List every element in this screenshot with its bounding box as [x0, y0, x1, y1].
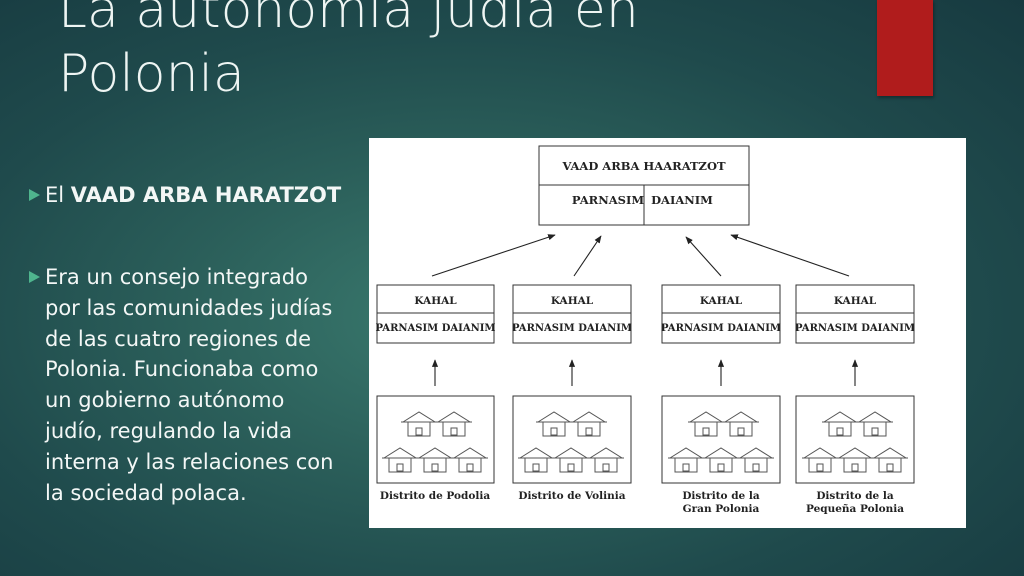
heading-bold: VAAD ARBA HARATZOT [70, 183, 342, 207]
kahal-box-2: KAHAL PARNASIM DAIANIM [512, 284, 632, 344]
vaad-parnasim: PARNASIM [572, 193, 644, 207]
kahal-subtitle: PARNASIM DAIANIM [795, 323, 915, 334]
kahal-title: KAHAL [834, 295, 877, 307]
upper-arrows [431, 234, 850, 277]
district-label: Distrito de la [816, 490, 894, 502]
organization-diagram: VAAD ARBA HAARATZOT PARNASIM DAIANIM KAH… [369, 138, 966, 528]
body-text: Era un consejo integrado por las comunid… [45, 265, 334, 505]
vaad-daianim: DAIANIM [651, 193, 713, 207]
district-box-2 [512, 395, 632, 484]
kahal-box-3: KAHAL PARNASIM DAIANIM [661, 284, 781, 344]
district-label: Distrito de Volinia [518, 490, 625, 502]
district-label-line2: Pequeña Polonia [806, 503, 904, 515]
lower-arrows [431, 359, 859, 386]
heading-prefix: El [45, 183, 71, 207]
diagram-svg: VAAD ARBA HAARATZOT PARNASIM DAIANIM KAH… [376, 145, 915, 515]
district-box-3 [661, 395, 781, 484]
kahal-subtitle: PARNASIM DAIANIM [376, 323, 496, 334]
bullet-triangle-icon [29, 189, 40, 201]
kahal-subtitle: PARNASIM DAIANIM [512, 323, 632, 334]
kahal-box-4: KAHAL PARNASIM DAIANIM [795, 284, 915, 344]
heading-text: El VAAD ARBA HARATZOT [45, 180, 345, 210]
kahal-box-1: KAHAL PARNASIM DAIANIM [376, 284, 496, 344]
kahal-title: KAHAL [414, 295, 457, 307]
district-labels: Distrito de Podolia Distrito de Volinia … [380, 490, 904, 515]
accent-bar [877, 0, 933, 96]
vaad-top-box: VAAD ARBA HAARATZOT PARNASIM DAIANIM [538, 145, 750, 226]
district-label: Distrito de Podolia [380, 490, 491, 502]
district-label: Distrito de la [682, 490, 760, 502]
district-box-4 [795, 395, 915, 484]
district-box-1 [376, 395, 495, 484]
district-label-line2: Gran Polonia [683, 503, 760, 515]
bullet-triangle-icon [29, 271, 40, 283]
kahal-title: KAHAL [700, 295, 743, 307]
kahal-title: KAHAL [551, 295, 594, 307]
vaad-title: VAAD ARBA HAARATZOT [561, 159, 726, 173]
slide-title: La autonomía judía en Polonia [58, 0, 639, 104]
kahal-subtitle: PARNASIM DAIANIM [661, 323, 781, 334]
